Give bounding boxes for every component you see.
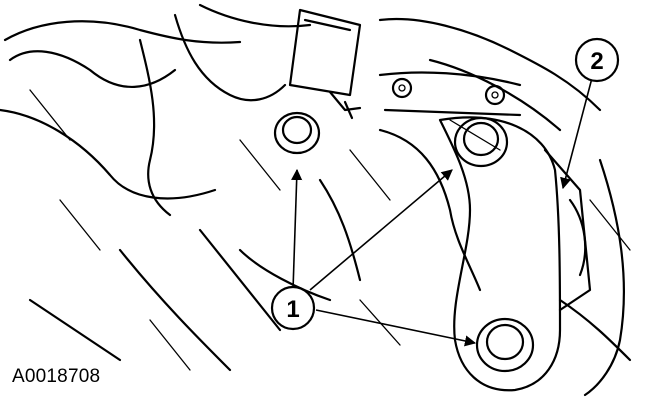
upper-bracket-bolts xyxy=(378,71,522,117)
callout-1: 1 xyxy=(270,285,316,331)
engine-block-outline xyxy=(0,3,632,397)
bolt-lower xyxy=(475,317,535,373)
bolt-upper-right xyxy=(453,116,509,168)
mount-bracket xyxy=(438,116,592,392)
callout-1-leaders xyxy=(291,168,477,347)
sensor-connector xyxy=(288,8,362,120)
callout-1-label: 1 xyxy=(286,296,299,323)
shading-lines xyxy=(29,89,631,371)
callout-2-label: 2 xyxy=(590,48,603,75)
figure-id-label: A0018708 xyxy=(12,366,101,387)
callout-2-leader xyxy=(560,77,593,190)
bolt-upper-left xyxy=(273,111,321,155)
callout-2: 2 xyxy=(574,37,620,83)
